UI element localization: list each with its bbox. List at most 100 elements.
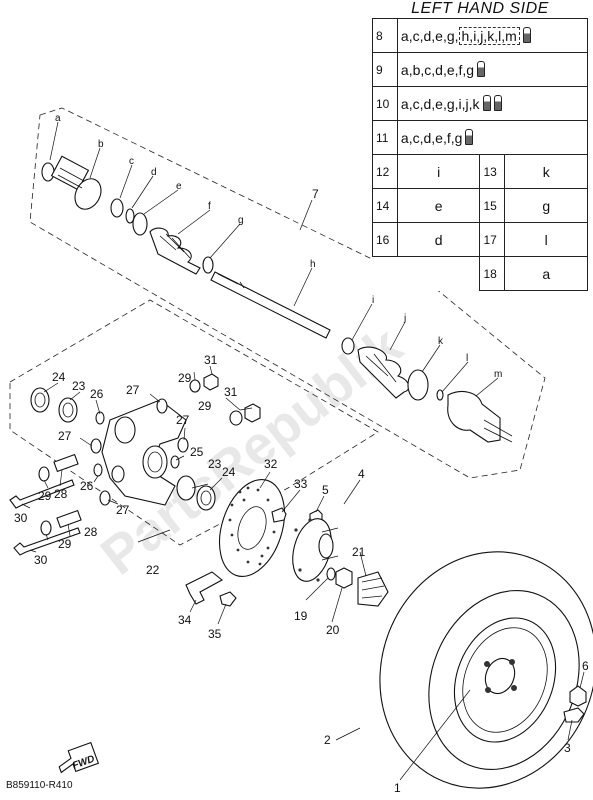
boot-j bbox=[357, 346, 410, 399]
nut-6 bbox=[569, 685, 587, 707]
letter-k: k bbox=[438, 336, 444, 347]
letter-d: d bbox=[151, 167, 157, 178]
bearing-23a bbox=[58, 397, 78, 423]
outer-joint-b bbox=[50, 155, 102, 210]
collar-29d bbox=[40, 520, 52, 536]
legend-val: g bbox=[504, 188, 588, 223]
spacer-28b bbox=[56, 509, 82, 529]
legend-num: 13 bbox=[479, 154, 506, 189]
ring-c bbox=[110, 198, 124, 218]
legend-num: 16 bbox=[372, 222, 398, 257]
legend-val: a bbox=[504, 256, 588, 291]
collar-26a bbox=[95, 411, 105, 425]
clamp-d bbox=[125, 208, 135, 224]
plug-icon bbox=[493, 95, 502, 111]
legend-row-text: a,c,d,e,g,h,i,j,k,l,m bbox=[396, 18, 589, 53]
collar-29a bbox=[189, 379, 201, 393]
knuckle bbox=[101, 399, 187, 506]
nut-31a bbox=[203, 373, 219, 391]
letter-e: e bbox=[176, 181, 182, 192]
part-28a: 28 bbox=[54, 487, 68, 501]
bushing-27d bbox=[99, 490, 111, 506]
legend-pair-row: 16 d 17 l bbox=[372, 222, 588, 257]
legend-row-parts: a,c,d,e,g,i,j,k bbox=[400, 96, 480, 112]
letter-leaders bbox=[49, 121, 499, 397]
legend-row: 8 a,c,d,e,g,h,i,j,k,l,m bbox=[372, 18, 589, 53]
part-27d: 27 bbox=[116, 503, 130, 517]
legend-val: d bbox=[396, 222, 481, 257]
part-5: 5 bbox=[322, 483, 329, 497]
legend-pair-row: 14 e 15 g bbox=[372, 188, 588, 223]
collar-26b bbox=[93, 463, 103, 477]
part-34: 34 bbox=[178, 613, 192, 627]
letter-m: m bbox=[494, 369, 502, 380]
part-leaders bbox=[21, 199, 585, 781]
legend-row-parts: a,c,d,e,g, bbox=[400, 28, 459, 44]
legend-row-text: a,c,d,e,f,g bbox=[396, 120, 589, 155]
diagram-code: B859110-R410 bbox=[6, 780, 73, 791]
bolt-35 bbox=[219, 591, 237, 607]
band-g bbox=[202, 256, 214, 274]
part-26b: 26 bbox=[80, 479, 94, 493]
part-27c: 27 bbox=[176, 413, 190, 427]
plug-icon bbox=[482, 95, 491, 111]
bearing-23b bbox=[176, 475, 196, 501]
part-29b: 29 bbox=[198, 399, 212, 413]
letter-l: l bbox=[466, 353, 468, 364]
part-24b: 24 bbox=[222, 465, 236, 479]
cap-21 bbox=[357, 571, 389, 607]
band-e bbox=[132, 212, 148, 236]
letter-a: a bbox=[55, 113, 61, 124]
ring-l bbox=[436, 389, 444, 401]
letter-b: b bbox=[98, 139, 104, 150]
hub-4 bbox=[292, 518, 339, 582]
legend-row-boxed: h,i,j,k,l,m bbox=[458, 27, 520, 45]
legend-num: 12 bbox=[372, 154, 398, 189]
legend-val: k bbox=[504, 154, 588, 189]
bolt-30a bbox=[9, 479, 75, 509]
part-29a: 29 bbox=[178, 371, 192, 385]
part-22: 22 bbox=[146, 563, 160, 577]
part-2: 2 bbox=[324, 733, 331, 747]
legend-num: 15 bbox=[479, 188, 506, 223]
washer-19 bbox=[326, 567, 336, 581]
bushing-27c bbox=[177, 437, 189, 453]
part-29c: 29 bbox=[38, 489, 52, 503]
legend-empty bbox=[373, 257, 480, 291]
bolt-30b bbox=[13, 527, 81, 556]
legend-row-parts: a,b,c,d,e,f,g bbox=[400, 62, 475, 78]
part-28b: 28 bbox=[84, 525, 98, 539]
part-6: 6 bbox=[582, 659, 589, 673]
plug-icon bbox=[477, 61, 486, 77]
part-24a: 24 bbox=[52, 370, 66, 384]
legend-num: 17 bbox=[479, 222, 506, 257]
clip-i bbox=[341, 337, 355, 355]
legend-row-num: 10 bbox=[372, 86, 398, 121]
legend-pair-row: 12 i 13 k bbox=[372, 154, 588, 189]
nut-20 bbox=[335, 567, 353, 589]
wheel-1 bbox=[453, 617, 557, 743]
legend-title: LEFT HAND SIDE bbox=[411, 0, 549, 17]
nut-31b bbox=[244, 403, 261, 423]
part-31b: 31 bbox=[224, 385, 238, 399]
collar-29b bbox=[229, 410, 243, 426]
fwd-arrow-icon: FWD bbox=[58, 741, 100, 774]
circlip-a bbox=[41, 162, 55, 182]
legend-num: 14 bbox=[372, 188, 398, 223]
bearing-24b bbox=[196, 485, 216, 511]
plug-icon bbox=[465, 129, 474, 145]
legend-table: LEFT HAND SIDE 8 a,c,d,e,g,h,i,j,k,l,m 9… bbox=[372, 0, 589, 291]
bearing-24a bbox=[30, 387, 50, 413]
part-26a: 26 bbox=[90, 387, 104, 401]
boot-f bbox=[149, 227, 201, 275]
collar-29c bbox=[38, 466, 50, 482]
legend-row-parts: a,c,d,e,f,g bbox=[400, 130, 463, 146]
legend-row-num: 9 bbox=[372, 52, 398, 87]
bushing-25 bbox=[170, 455, 180, 469]
spacer-28a bbox=[53, 453, 79, 473]
legend-val: e bbox=[396, 188, 481, 223]
plug-icon bbox=[522, 27, 531, 43]
part-1: 1 bbox=[394, 781, 401, 795]
part-3: 3 bbox=[564, 741, 571, 755]
